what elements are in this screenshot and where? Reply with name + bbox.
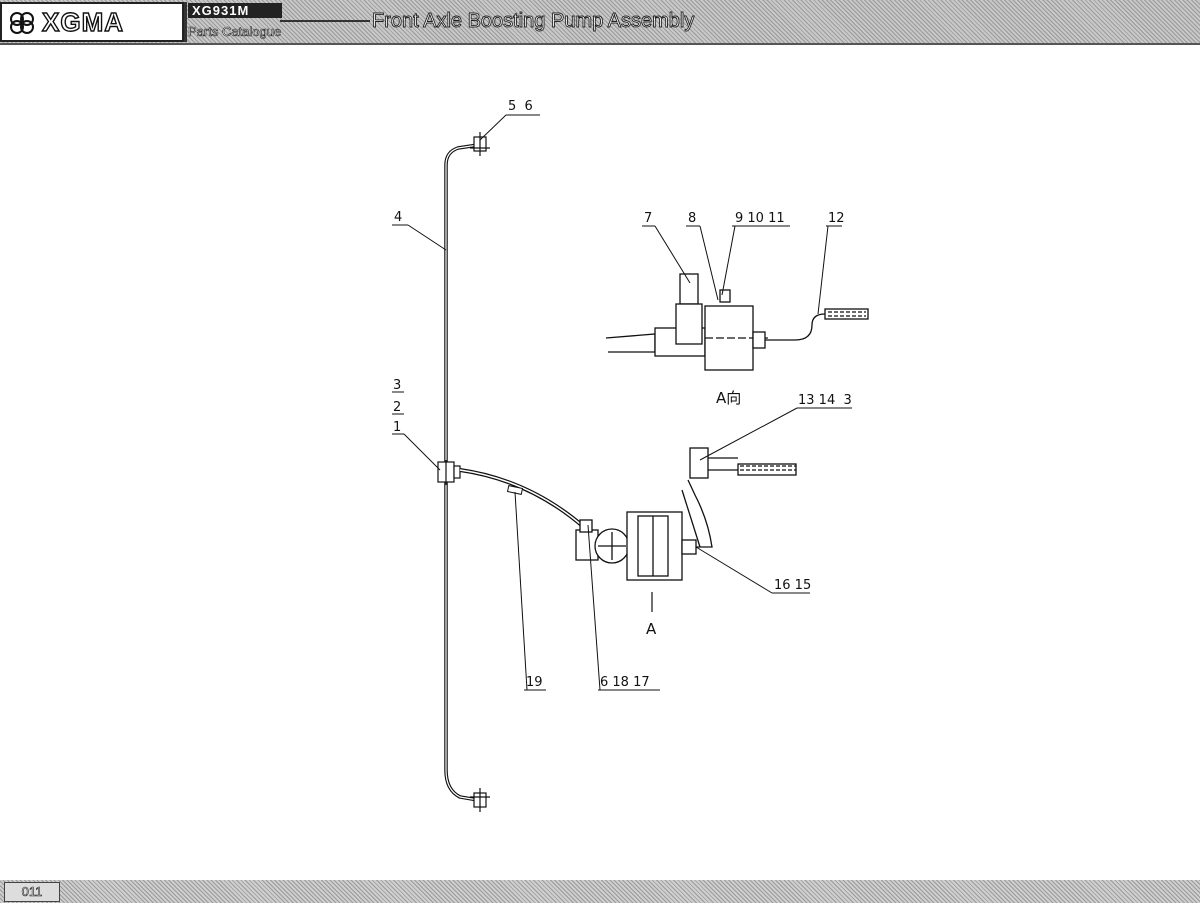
- brand-logo: XGMA: [0, 2, 184, 42]
- page-number: 011: [4, 882, 60, 902]
- xgma-logo-icon: [10, 12, 34, 34]
- bracket-hose: [681, 447, 797, 548]
- view-a-label: A向: [716, 389, 741, 407]
- header-separator: [184, 2, 187, 42]
- view-a-detail: [605, 273, 869, 371]
- catalog-label: Parts Catalogue: [188, 24, 282, 40]
- footer-bar: [0, 880, 1200, 903]
- page-title: Front Axle Boosting Pump Assembly: [372, 10, 695, 33]
- callout-6-18-17: 6 18 17: [600, 675, 650, 690]
- callout-5-6: 5 6: [508, 99, 533, 114]
- pump-body: [575, 511, 697, 581]
- callout-7: 7: [644, 211, 652, 226]
- callout-9-10-11: 9 10 11: [735, 211, 785, 226]
- callout-leaders: [392, 114, 852, 691]
- callout-16-15: 16 15: [774, 578, 811, 593]
- callout-4: 4: [394, 210, 402, 225]
- brand-name: XGMA: [41, 6, 124, 37]
- direction-a-label: A: [646, 620, 657, 638]
- callout-3: 3: [393, 378, 401, 393]
- callout-2: 2: [393, 400, 401, 415]
- callout-1: 1: [393, 420, 401, 435]
- tee-junction: [437, 460, 461, 485]
- callout-13-14-3: 13 14 3: [798, 393, 852, 408]
- model-number: XG931M: [188, 3, 282, 18]
- bottom-fitting: [470, 788, 490, 812]
- callout-19: 19: [526, 675, 543, 690]
- callout-8: 8: [688, 211, 696, 226]
- header-rule: [280, 20, 370, 22]
- header-divider: [0, 43, 1200, 45]
- callout-12: 12: [828, 211, 845, 226]
- hose-to-pump: [459, 468, 587, 530]
- top-fitting: [470, 132, 490, 156]
